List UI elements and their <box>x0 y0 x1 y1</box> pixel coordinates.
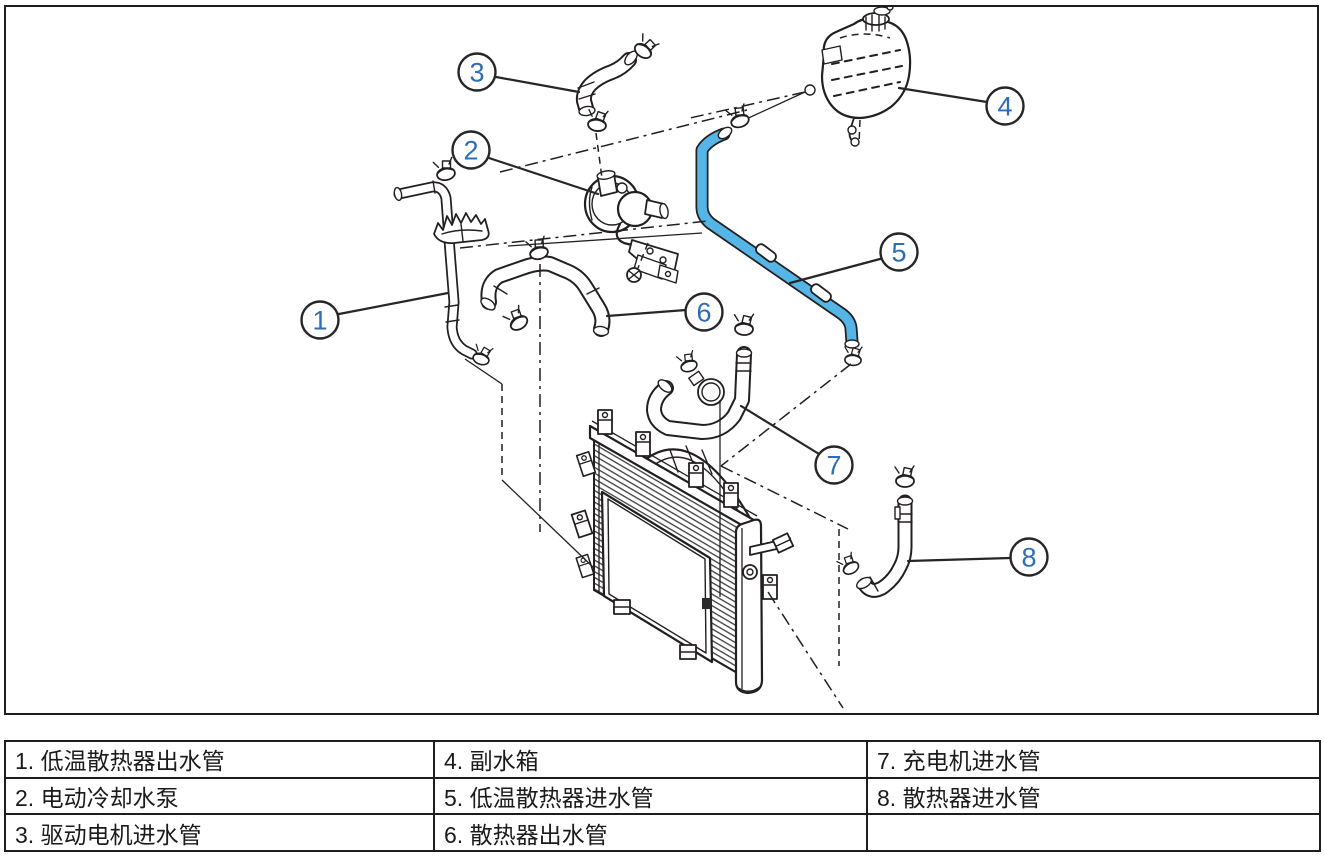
drier-sight-glass <box>702 598 711 609</box>
part-1-lt-radiator-outlet-pipe <box>393 156 494 368</box>
callouts: 1 2 3 4 5 6 7 <box>300 52 1049 577</box>
legend-item-8: 8. 散热器进水管 <box>866 776 1321 816</box>
svg-text:5: 5 <box>891 238 906 268</box>
callout-2: 2 <box>451 130 600 196</box>
callout-5: 5 <box>788 232 919 285</box>
svg-text:2: 2 <box>463 136 478 166</box>
legend-row: 1. 低温散热器出水管 4. 副水箱 7. 充电机进水管 <box>4 740 1321 779</box>
svg-text:7: 7 <box>826 451 841 481</box>
hose-clamp-ring <box>688 370 725 406</box>
part-2-electric-coolant-pump <box>583 170 679 284</box>
legend-item-7: 7. 充电机进水管 <box>866 740 1321 779</box>
legend-table: 1. 低温散热器出水管 4. 副水箱 7. 充电机进水管 2. 电动冷却水泵 5… <box>4 740 1321 852</box>
legend-cell-empty <box>866 813 1321 852</box>
svg-text:8: 8 <box>1021 543 1036 573</box>
callout-6: 6 <box>605 292 724 332</box>
svg-text:1: 1 <box>312 306 327 336</box>
svg-text:4: 4 <box>997 92 1012 122</box>
legend-row: 3. 驱动电机进水管 6. 散热器出水管 <box>4 813 1321 852</box>
svg-text:3: 3 <box>469 58 484 88</box>
part-6-radiator-outlet-hose <box>480 235 611 337</box>
svg-text:6: 6 <box>696 298 711 328</box>
legend-item-1: 1. 低温散热器出水管 <box>4 740 435 779</box>
reservoir-fitting <box>804 84 816 96</box>
callout-3: 3 <box>457 52 581 94</box>
callout-8: 8 <box>906 537 1049 577</box>
legend-row: 2. 电动冷却水泵 5. 低温散热器进水管 8. 散热器进水管 <box>4 776 1321 816</box>
legend-item-3: 3. 驱动电机进水管 <box>4 813 435 852</box>
cooling-system-diagram: 1 2 3 4 5 6 7 <box>300 7 1049 709</box>
legend-item-2: 2. 电动冷却水泵 <box>4 776 435 816</box>
pump-outlet <box>644 199 665 219</box>
callout-4: 4 <box>897 86 1025 126</box>
part-8-radiator-inlet-hose <box>835 465 915 598</box>
construction-lines <box>459 109 852 709</box>
callout-1: 1 <box>300 291 450 340</box>
condenser-panel <box>600 490 714 664</box>
legend-item-6: 6. 散热器出水管 <box>433 813 868 852</box>
legend-item-4: 4. 副水箱 <box>433 740 868 779</box>
part-4-coolant-reservoir <box>689 7 912 147</box>
diagram-panel: 1 2 3 4 5 6 7 <box>4 5 1319 715</box>
callout-7: 7 <box>739 404 854 485</box>
radiator-assembly <box>570 409 795 695</box>
legend-item-5: 5. 低温散热器进水管 <box>433 776 868 816</box>
part-7-charger-inlet-hose <box>646 312 755 440</box>
part-3-drive-motor-inlet-hose <box>575 32 660 134</box>
part-5-lt-radiator-inlet-pipe-highlighted <box>695 103 863 367</box>
pipe-5-highlight <box>697 129 857 347</box>
tank-port <box>742 564 758 580</box>
